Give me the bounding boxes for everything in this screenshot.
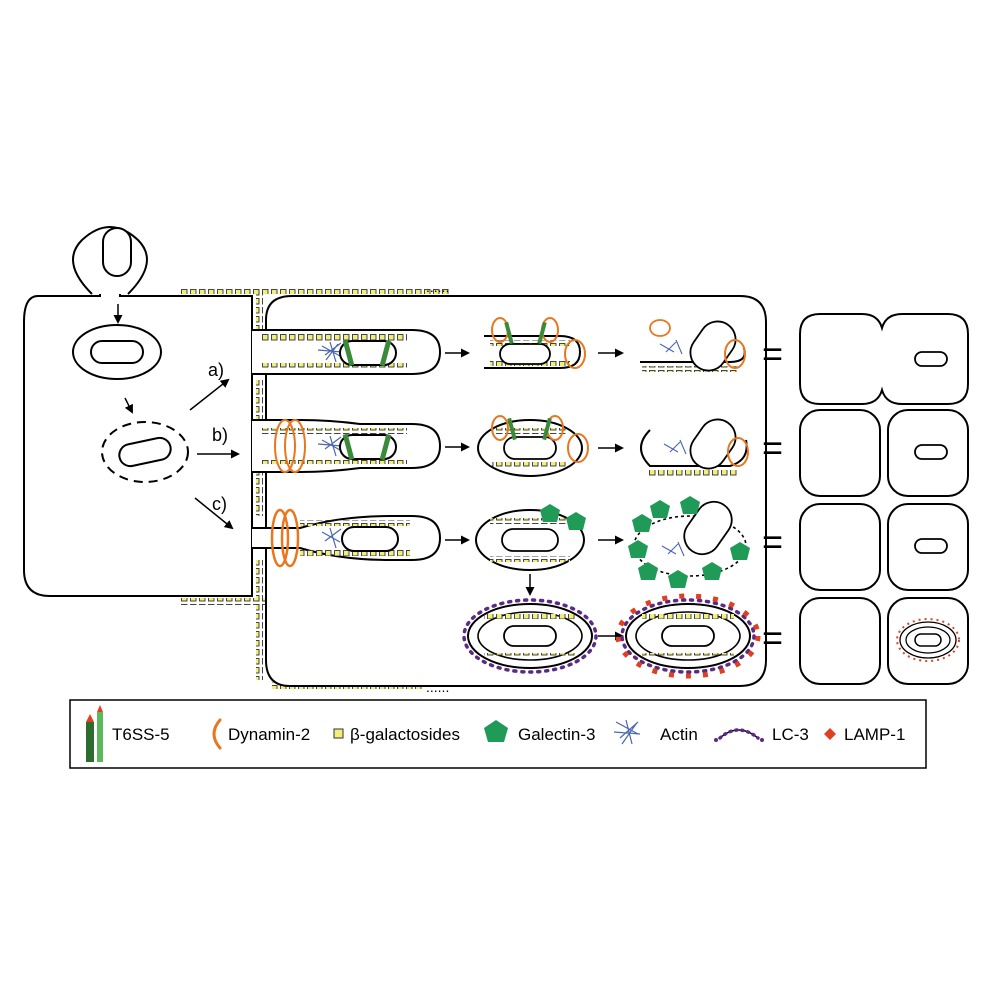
- galectin-icon: [484, 720, 508, 742]
- actin-icon: [317, 435, 343, 457]
- legend-label-actin: Actin: [660, 725, 698, 744]
- result-row-a: [799, 313, 969, 405]
- lamp1-icon: [824, 728, 836, 740]
- route-label-a: a): [208, 360, 224, 380]
- galectin-cluster: [628, 496, 750, 588]
- legend-label-galectin3: Galectin-3: [518, 725, 595, 744]
- svg-text:......: ......: [426, 279, 449, 295]
- row-d-step1: [462, 598, 624, 674]
- bacterium-2: [118, 436, 172, 468]
- row-d-step2: [615, 593, 761, 679]
- svg-text:=: =: [762, 617, 783, 658]
- svg-text:......: ......: [426, 679, 449, 695]
- equals-signs: = = = =: [762, 333, 783, 658]
- bacterium-uptake: [102, 227, 132, 277]
- actin-icon: [613, 719, 641, 745]
- recipient-cell-membrane: [265, 295, 767, 687]
- beta-galactoside-icon: [333, 728, 344, 739]
- route-arrows: [189, 378, 240, 530]
- row-a-step2: [484, 317, 624, 369]
- galectin-icon: [566, 512, 586, 530]
- lc3-icon: [714, 728, 764, 742]
- row-c-step3: [628, 496, 750, 588]
- bacterium-1: [90, 340, 144, 364]
- t6ss5-icon: [86, 705, 103, 762]
- svg-text:=: =: [762, 521, 783, 562]
- route-label-b: b): [212, 425, 228, 445]
- svg-text:=: =: [762, 333, 783, 374]
- row-b-protrusion: [252, 419, 470, 473]
- actin-icon: [317, 341, 343, 363]
- legend-label-beta-gal: β-galactosides: [350, 725, 460, 744]
- row-c-step2: [475, 504, 624, 596]
- svg-text:=: =: [762, 427, 783, 468]
- legend-label-dynamin2: Dynamin-2: [228, 725, 310, 744]
- result-row-b: [799, 409, 969, 497]
- row-a-step3: [640, 319, 746, 372]
- row-a-protrusion: [252, 329, 470, 375]
- row-b-step3: [640, 418, 749, 476]
- legend-label-t6ss5: T6SS-5: [112, 725, 170, 744]
- donor-cell: [23, 226, 253, 597]
- legend: T6SS-5 Dynamin-2 β-galactosides Galectin…: [69, 699, 927, 769]
- result-row-c: [799, 503, 969, 591]
- row-b-step2: [477, 415, 624, 477]
- galectin-icon: [540, 504, 560, 522]
- row-c-protrusion: [252, 508, 470, 568]
- legend-label-lamp1: LAMP-1: [844, 725, 905, 744]
- legend-label-lc3: LC-3: [772, 725, 809, 744]
- dynamin-icon: [212, 718, 222, 750]
- result-row-d: [799, 597, 969, 685]
- route-label-c: c): [212, 494, 227, 514]
- actin-icon: [321, 527, 342, 549]
- recipient-cell: ...... ......: [265, 279, 767, 695]
